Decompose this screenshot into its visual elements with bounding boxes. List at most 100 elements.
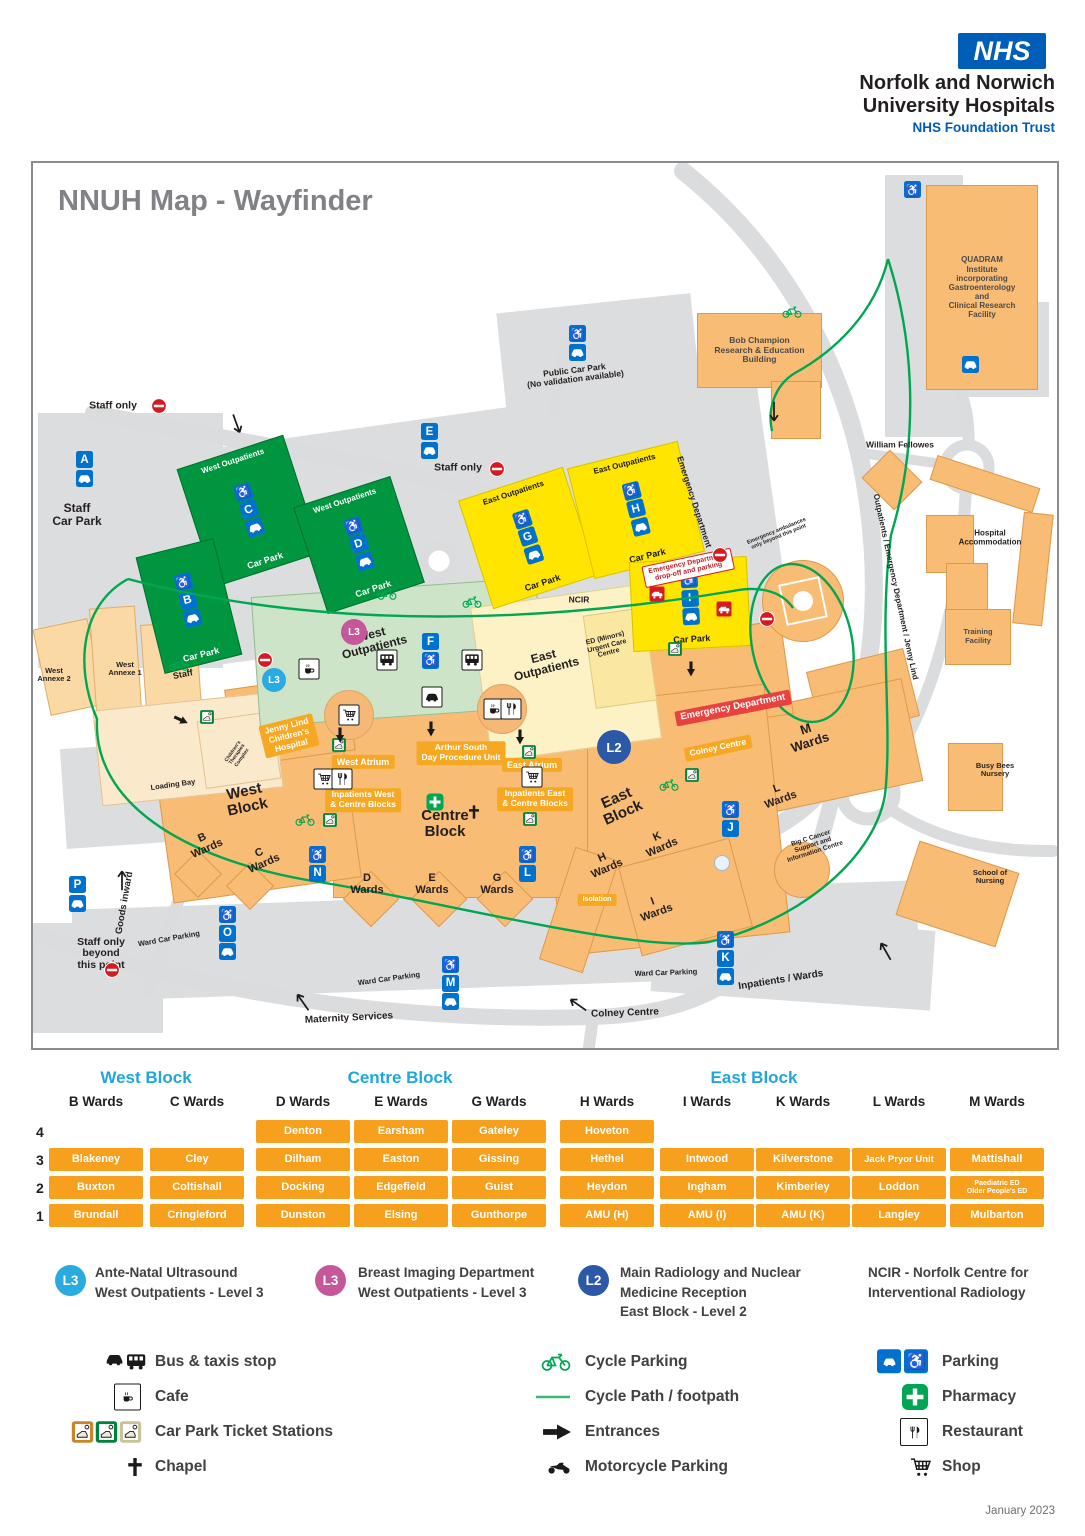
motorcycle-icon [547, 1460, 571, 1474]
level-badge-L3: L3 [315, 1265, 346, 1296]
entrance-arrow-icon [686, 661, 696, 677]
ward-cell: Gissing [452, 1148, 546, 1171]
ward-cell: Kilverstone [756, 1148, 850, 1171]
ward-cell: Loddon [852, 1176, 946, 1199]
parking-sign: ♿N [309, 846, 326, 883]
nhs-logo: NHS [958, 33, 1046, 69]
legend-label: Motorcycle Parking [585, 1458, 728, 1475]
map-label: Colney Centre [590, 1006, 660, 1020]
ward-column-header: E Wards [374, 1094, 428, 1109]
parking-sign: ♿J [722, 801, 739, 838]
direction-arrow-icon [220, 408, 253, 441]
restaurant-icon [500, 698, 522, 720]
carpark-letter-K: K [717, 949, 734, 967]
legend-label: Bus & taxis stop [155, 1353, 277, 1370]
ward-cell: Edgefield [354, 1176, 448, 1199]
bus-taxi-icon [106, 1354, 146, 1370]
restaurant-icon [331, 768, 353, 790]
park-sign-stack: ♿D [342, 515, 376, 574]
parking-sign: ♿ [569, 325, 586, 362]
block-group-header: Centre Block [347, 1068, 453, 1087]
legend-label: Restaurant [942, 1423, 1023, 1440]
cycle-path-icon [535, 1394, 571, 1400]
ticket-station-icon [522, 745, 537, 760]
shop-icon [910, 1458, 931, 1476]
parking-sign: ♿K [717, 931, 734, 987]
map-label: Maternity Services [304, 1010, 394, 1026]
ward-cell: AMU (K) [756, 1204, 850, 1227]
row-number: 1 [36, 1208, 44, 1224]
disabled-parking-icon: ♿ [722, 801, 739, 818]
row-number: 4 [36, 1124, 44, 1140]
building-circle [714, 855, 730, 871]
map-label: NCIR [568, 594, 590, 605]
legend-label: Chapel [155, 1458, 207, 1475]
legend-label: Parking [942, 1353, 999, 1370]
ticket-station-icon [668, 642, 683, 657]
carpark-letter-B: B [177, 590, 198, 611]
bus-stop-icon [461, 649, 483, 671]
restaurant-icon [331, 768, 353, 790]
ward-cell: Mattishall [950, 1148, 1044, 1171]
disabled-parking-icon: ♿ [422, 651, 439, 669]
ward-column-header: K Wards [775, 1094, 831, 1109]
car-parking-icon [442, 993, 459, 1010]
helipad-circle [791, 589, 815, 613]
map-label: Staff only [434, 461, 482, 474]
ward-cell: Kimberley [756, 1176, 850, 1199]
ward-column-header: B Wards [68, 1094, 124, 1109]
no-entry-icon [104, 962, 120, 978]
ward-cell: Hethel [560, 1148, 654, 1171]
ward-cell: Buxton [49, 1176, 143, 1199]
disabled-parking-icon: ♿ [172, 572, 194, 593]
carpark-letter-L: L [519, 864, 536, 882]
ward-cell: Easton [354, 1148, 448, 1171]
map-label: Staff only [89, 399, 137, 412]
car-parking-icon [522, 543, 545, 566]
ward-cell: Docking [256, 1176, 350, 1199]
park-sign-stack: ♿B [172, 572, 203, 630]
ticket-station-icon [200, 710, 215, 725]
ward-cell: AMU (I) [660, 1204, 754, 1227]
ambulance-icon [649, 586, 665, 602]
parking-icon: ♿ [877, 1349, 928, 1375]
disabled-parking-icon: ♿ [309, 846, 326, 863]
parking-sign: ♿M [442, 956, 459, 1012]
ward-column-header: C Wards [169, 1094, 225, 1109]
cycle-parking-icon [659, 779, 679, 792]
car-parking-icon [181, 608, 203, 629]
legend-label: Cycle Path / footpath [585, 1388, 740, 1405]
parking-sign: ♿L [519, 846, 536, 883]
chapel-icon [128, 1458, 142, 1476]
ward-cell: Intwood [660, 1148, 754, 1171]
legend-label: Shop [942, 1458, 981, 1475]
chapel-icon [468, 805, 480, 820]
pharmacy-icon [902, 1384, 928, 1410]
ward-column-header: G Wards [471, 1094, 527, 1109]
ward-cell: Denton [256, 1120, 350, 1143]
ward-column-header: D Wards [275, 1094, 331, 1109]
carpark-letter-F: F [422, 633, 439, 650]
direction-arrow-icon [761, 400, 787, 426]
ward-cell: Gunthorpe [452, 1204, 546, 1227]
disabled-parking-icon: ♿ [519, 846, 536, 863]
cycle-parking-icon [541, 1353, 571, 1372]
no-entry-icon [257, 652, 273, 668]
ward-cell: Heydon [560, 1176, 654, 1199]
ticket-station-icon [523, 812, 538, 827]
nhs-header: NHS Norfolk and Norwich University Hospi… [0, 0, 1085, 150]
legend-label: Pharmacy [942, 1388, 1017, 1405]
map-tag: West Atrium [331, 754, 395, 770]
carpark-letter-N: N [309, 864, 326, 882]
ward-cell: Brundall [49, 1204, 143, 1227]
